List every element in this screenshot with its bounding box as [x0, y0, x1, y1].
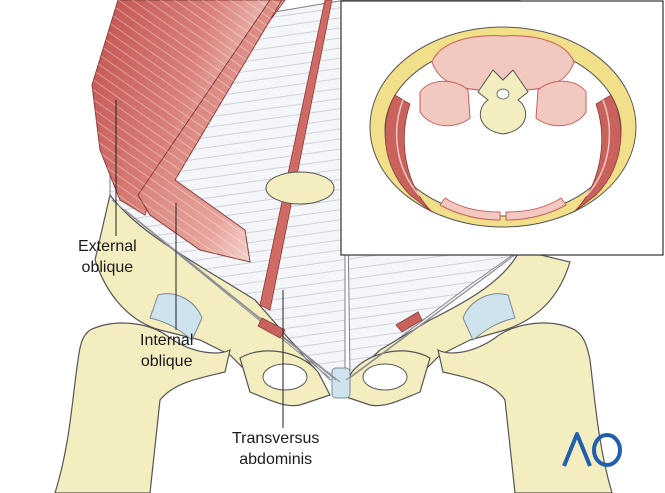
pubic-symphysis [331, 367, 351, 399]
umbilical-ring [265, 171, 335, 205]
inguinal-ligament-right [345, 254, 516, 381]
label-external-oblique: External oblique [78, 236, 137, 278]
label-internal-oblique-line1: Internal [140, 332, 194, 349]
left-femur [54, 322, 231, 493]
left-obturator-foramen [262, 363, 308, 391]
ao-logo [562, 432, 622, 467]
cross-section-vertebra [477, 69, 529, 135]
spermatic-cord-right [395, 311, 423, 333]
cross-section-inset [340, 0, 664, 256]
label-external-oblique-line1: External [78, 238, 137, 255]
cross-section-spinal-canal [496, 88, 510, 100]
label-external-oblique-line2: oblique [81, 259, 134, 276]
spermatic-cord-left [257, 317, 286, 339]
cross-section-back-muscles [431, 35, 575, 91]
label-transversus-abdominis: Transversus abdominis [232, 428, 319, 470]
cross-section-psoas-left [419, 80, 471, 127]
cross-section-psoas-right [535, 80, 587, 127]
label-transversus-abdominis-line1: Transversus [232, 430, 320, 447]
cross-section-rectus-left [439, 197, 501, 221]
cross-section-rectus-right [505, 197, 567, 221]
right-acetabulum-cartilage [462, 293, 516, 341]
inguinal-ligament-left [111, 199, 341, 383]
label-internal-oblique-line2: oblique [140, 353, 193, 370]
transversus-strap [259, 0, 333, 311]
right-obturator-foramen [362, 363, 408, 391]
label-transversus-abdominis-line2: abdominis [239, 451, 313, 468]
label-internal-oblique: Internal oblique [140, 330, 193, 372]
